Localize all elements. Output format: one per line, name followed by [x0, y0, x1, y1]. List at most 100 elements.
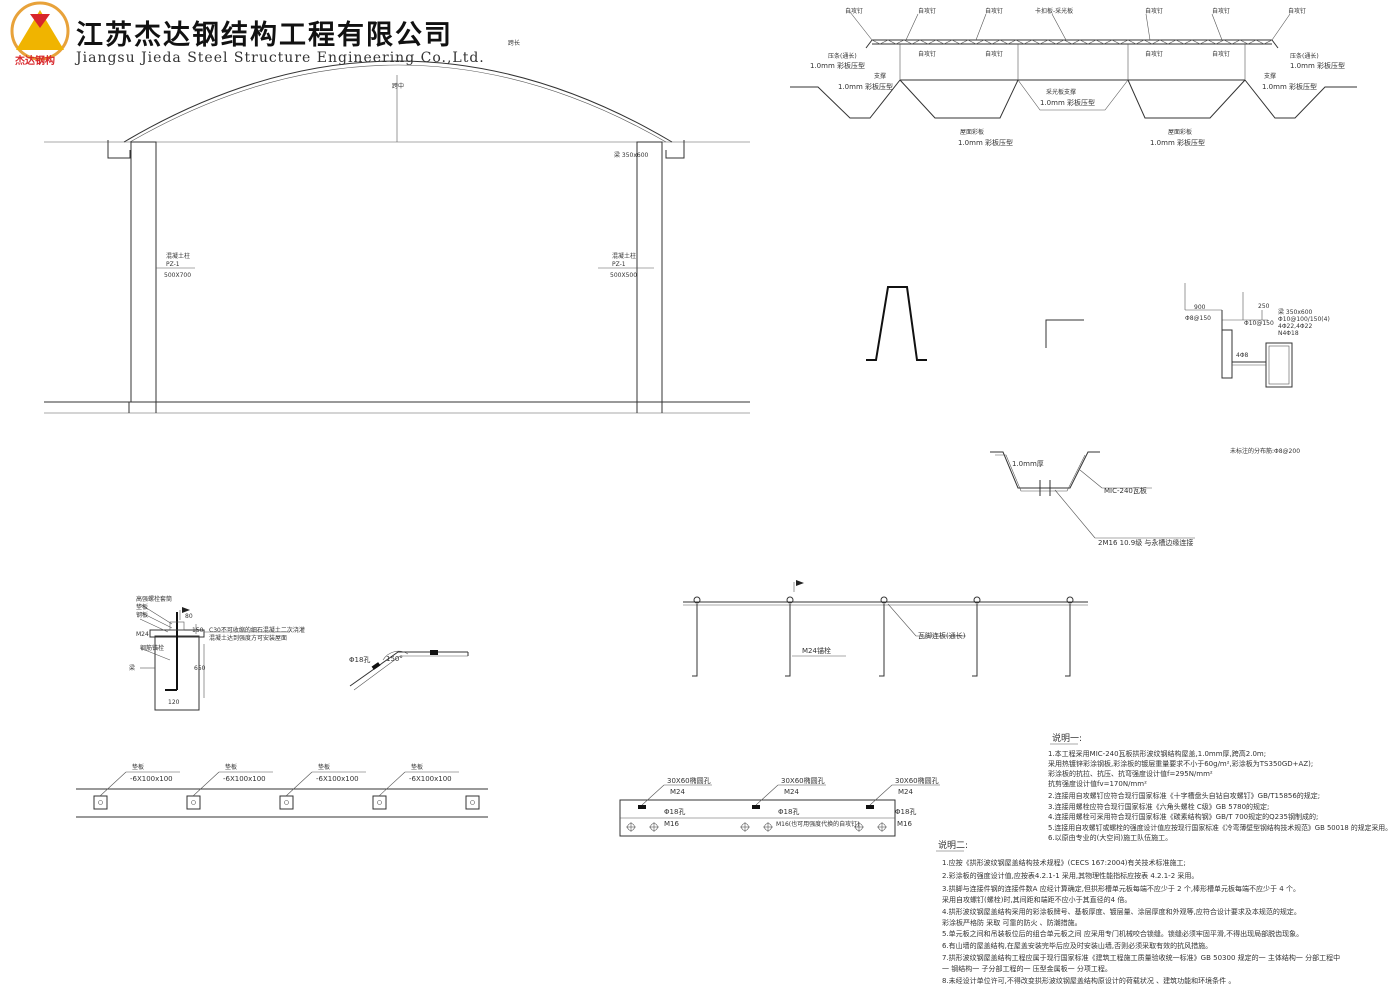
beam-detail: 900 250 Φ8@150 Φ10@150 4Φ8 梁 350x600 Φ10…: [1184, 283, 1330, 388]
roof-bottom-callout-1b: 1.0mm 彩板压型: [958, 138, 1013, 147]
roof-top-label-5: 自攻钉: [1145, 7, 1163, 15]
roof-center-callout-2: 1.0mm 彩板压型: [1040, 98, 1095, 107]
notes-two-line-9: 7.拱形波纹钢屋盖结构工程应属于现行国家标准《建筑工程施工质量验收统一标准》GB…: [942, 953, 1340, 962]
notes-two-line-4: 采用自攻螺钉(螺栓)时,其间距和端距不应小于其直径的4 倍。: [942, 895, 1131, 904]
beam-label: 梁 350x600: [614, 151, 649, 159]
roof-mid-label-1: 自攻钉: [918, 50, 936, 58]
pad-3-name: 垫板: [318, 763, 330, 771]
slot-3-label: 30X60椭圆孔: [895, 776, 939, 785]
roof-right-callout-4: 1.0mm 彩板压型: [1262, 82, 1317, 91]
pad-2-name: 垫板: [225, 763, 237, 771]
anchor-label-3: 钢板: [136, 611, 148, 619]
pad-2-size: -6X100x100: [223, 775, 266, 783]
angle-profile: [1045, 319, 1084, 348]
hole-2-bolt: M16(也可用强度代换的自攻钉): [776, 820, 860, 828]
notes-one-line-7: 4.连接用螺栓可采用符合现行国家标准《碳素结构钢》GB/T 700规定的Q235…: [1048, 812, 1318, 821]
hole-3-label: Φ18孔: [895, 808, 916, 816]
notes-one-line-8: 5.连接用自攻螺钉或螺栓的强度设计值应按现行国家标准《冷弯薄壁型钢结构技术规范》…: [1048, 823, 1392, 832]
notes-two-line-3: 3.拱脚与连接件钢的连接件数A 应经计算确定,但拱形槽单元板每端不应少于 2 个…: [942, 884, 1300, 893]
roof-bottom-callout-1a: 屋面彩板: [960, 128, 984, 136]
notes-one-line-5: 2.连接用自攻螺钉应符合现行国家标准《十字槽盘头自钻自攻螺钉》GB/T15856…: [1048, 791, 1320, 800]
anchor-label-1: 高强螺栓套筒: [136, 595, 172, 603]
logo-subtitle: 杰达钢构: [15, 54, 55, 67]
anchor-beam-label: 梁: [129, 664, 135, 672]
beam-bar-3: 4Φ8: [1236, 352, 1249, 359]
roof-right-callout-1: 压条(通长): [1290, 52, 1319, 60]
anchor-label-4: M24: [136, 631, 149, 638]
notes-one-heading: 说明一:: [1052, 732, 1082, 744]
beam-bar-2: Φ10@150: [1244, 320, 1274, 327]
panel-bolt: 2M16 10.9级 与永槽边缘连接: [1098, 538, 1193, 547]
roof-top-label-1: 自攻钉: [845, 7, 863, 15]
roof-left-callout-2: 1.0mm 彩板压型: [810, 61, 865, 70]
notes-two-line-1: 1.应按《拱形波纹钢屋盖结构技术规程》(CECS 167:2004)有关技术标准…: [942, 858, 1186, 867]
logo-mark-icon: [30, 14, 50, 28]
notes-two-heading: 说明二:: [938, 839, 968, 851]
notes-two-line-5: 4.拱形波纹钢屋盖结构采用的彩涂板牌号、基板厚度、镀层量、涂层厚度和外观等,应符…: [942, 907, 1301, 916]
anchor-dim-120: 120: [168, 699, 180, 706]
panel-thickness: 1.0mm厚: [1012, 460, 1044, 468]
rail-label: 瓦脚连板(通长): [918, 631, 966, 640]
logo-triangle-icon: [16, 10, 64, 50]
roof-right-callout-3: 支撑: [1264, 72, 1276, 80]
pad-3-size: -6X100x100: [316, 775, 359, 783]
panel-type: MIC-240瓦板: [1104, 486, 1147, 495]
anchor-dim-650: 650: [194, 665, 206, 672]
roof-section: 自攻钉 自攻钉 自攻钉 卡扣板-采光板 自攻钉 自攻钉 自攻钉 自攻钉 自攻钉 …: [790, 7, 1357, 147]
distribution-bar-note: 未标注的分布筋:Φ8@200: [1230, 447, 1300, 455]
company-name-cn: 江苏杰达钢结构工程有限公司: [76, 20, 453, 51]
notes-one-line-2: 采用热镀锌彩涂钢板,彩涂板的镀层重量要求不小于60g/m²,彩涂板为TS350G…: [1048, 759, 1313, 768]
beam-note-3: 4Φ22,4Φ22: [1278, 323, 1312, 330]
notes-two-line-8: 6.有山墙的屋盖结构,在屋盖安装完毕后应及时安装山墙,否则必须采取有效的抗风措施…: [942, 941, 1212, 950]
slot-1-bolt: M24: [670, 788, 685, 796]
notes-one-line-9: 6.以原由专业的(大空间)施工队伍施工。: [1048, 833, 1172, 842]
column-left-name: 混凝土柱: [166, 252, 190, 260]
pad-1-name: 垫板: [132, 763, 144, 771]
column-right-name: 混凝土柱: [612, 252, 636, 260]
notes-two-line-7: 5.单元板之间和吊装板位后的组合单元板之间 应采用专门机械咬合锁缝。锁缝必须牢固…: [942, 929, 1303, 938]
column-left-size: 500X700: [164, 272, 191, 279]
anchor-label-2: 垫板: [136, 603, 148, 611]
roof-left-callout-1: 压条(通长): [828, 52, 857, 60]
anchor-label-5: 钢筋锚栓: [140, 644, 164, 652]
roof-top-label-6: 自攻钉: [1212, 7, 1230, 15]
roof-left-callout-4: 1.0mm 彩板压型: [838, 82, 893, 91]
company-logo: 杰达钢构: [10, 1, 70, 67]
roof-bottom-callout-2a: 屋面彩板: [1168, 128, 1192, 136]
anchor-dim-80: 80: [185, 613, 193, 620]
anchor-note-1: C30不可收缩的细石混凝土二次浇灌: [209, 626, 305, 634]
notes-two-line-2: 2.彩涂板的强度设计值,应按表4.2.1-1 采用,其物理性能指标应按表 4.2…: [942, 871, 1198, 880]
slot-plate: 30X60椭圆孔 M24 30X60椭圆孔 M24 30X60椭圆孔 M24 Φ…: [619, 776, 940, 837]
anchor-dim-150: 150: [192, 627, 204, 634]
panel-section: 1.0mm厚 MIC-240瓦板 2M16 10.9级 与永槽边缘连接: [990, 451, 1195, 547]
slot-2-bolt: M24: [784, 788, 799, 796]
arch-elevation: 跨长 跨中 梁 350x600 混凝土柱 PZ-1 500X700 混凝土柱 P…: [44, 39, 750, 414]
roof-left-callout-3: 支撑: [874, 72, 886, 80]
roof-top-label-7: 自攻钉: [1288, 7, 1306, 15]
beam-note-4: N4Φ18: [1278, 330, 1299, 337]
bend-detail: Φ18孔 150°: [349, 650, 469, 691]
roof-right-callout-2: 1.0mm 彩板压型: [1290, 61, 1345, 70]
notes-two-line-10: 一 钢结构一 子分部工程的一 压型金属板一 分项工程。: [942, 964, 1112, 973]
roof-mid-label-3: 自攻钉: [1145, 50, 1163, 58]
roof-bottom-callout-2b: 1.0mm 彩板压型: [1150, 138, 1205, 147]
pad-4-name: 垫板: [411, 763, 423, 771]
roof-top-label-3: 自攻钉: [985, 7, 1003, 15]
notes-one-line-4: 抗剪强度设计值fv=170N/mm²: [1048, 779, 1147, 788]
notes-one-line-1: 1.本工程采用MIC-240瓦板拱形波纹钢结构屋盖,1.0mm厚,跨高2.0m;: [1048, 749, 1266, 758]
logo-ring-icon: [10, 1, 70, 61]
bend-angle-label: 150°: [386, 655, 403, 663]
hole-1-bolt: M16: [664, 820, 679, 828]
roof-center-callout-1: 采光板支撑: [1046, 88, 1076, 96]
notes-two: 说明二: 1.应按《拱形波纹钢屋盖结构技术规程》(CECS 167:2004)有…: [936, 839, 1340, 985]
company-name-en: Jiangsu Jieda Steel Structure Engineerin…: [74, 50, 485, 66]
beam-bar-1: Φ8@150: [1185, 315, 1211, 322]
beam-dim-900: 900: [1194, 304, 1206, 311]
bend-hole-label: Φ18孔: [349, 656, 370, 664]
roof-top-label-2: 自攻钉: [918, 7, 936, 15]
beam-note-1: 梁 350x600: [1278, 308, 1313, 316]
anchor-detail: 高强螺栓套筒 垫板 钢板 M24 钢筋锚栓 C30不可收缩的细石混凝土二次浇灌 …: [129, 595, 305, 711]
column-right-size: 500X500: [610, 272, 637, 279]
support-rail: 瓦脚连板(通长) M24锚栓: [683, 580, 1088, 677]
